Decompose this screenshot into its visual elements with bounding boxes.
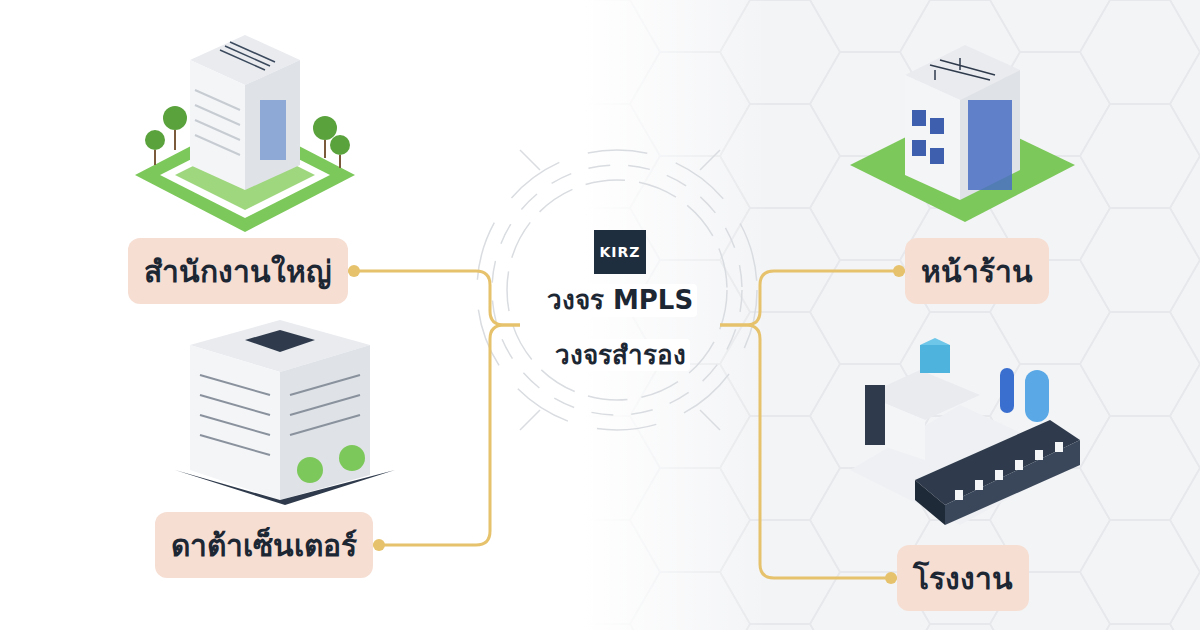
site-label: ดาต้าเซ็นเตอร์	[171, 522, 357, 569]
connector-dot	[893, 265, 905, 277]
headquarters-building	[135, 35, 355, 232]
circuit-connector	[720, 325, 897, 578]
connector-dot	[348, 265, 360, 277]
circuit-connector	[348, 271, 520, 325]
provider-hub: KIRZ วงจร MPLS วงจรสำรอง	[520, 226, 720, 375]
site-label: โรงงาน	[913, 555, 1013, 602]
circuit-label: วงจรสำรอง	[551, 339, 690, 372]
circuit-ring	[477, 150, 757, 430]
circuit-connector	[373, 325, 520, 545]
circuit-label: วงจร MPLS	[543, 284, 697, 317]
site-label: หน้าร้าน	[921, 248, 1033, 295]
connector-dot	[373, 539, 385, 551]
connector-dot	[885, 572, 897, 584]
provider-logo: KIRZ	[594, 230, 646, 274]
site-label-box: โรงงาน	[897, 545, 1029, 611]
site-label-box: หน้าร้าน	[905, 238, 1049, 304]
storefront-building	[850, 45, 1075, 222]
site-label-box: สำนักงานใหญ่	[128, 238, 348, 304]
site-label-box: ดาต้าเซ็นเตอร์	[155, 512, 373, 578]
circuit-connector	[720, 271, 905, 325]
factory-building	[850, 338, 1080, 525]
site-label: สำนักงานใหญ่	[144, 248, 332, 295]
datacenter-building	[175, 320, 395, 505]
